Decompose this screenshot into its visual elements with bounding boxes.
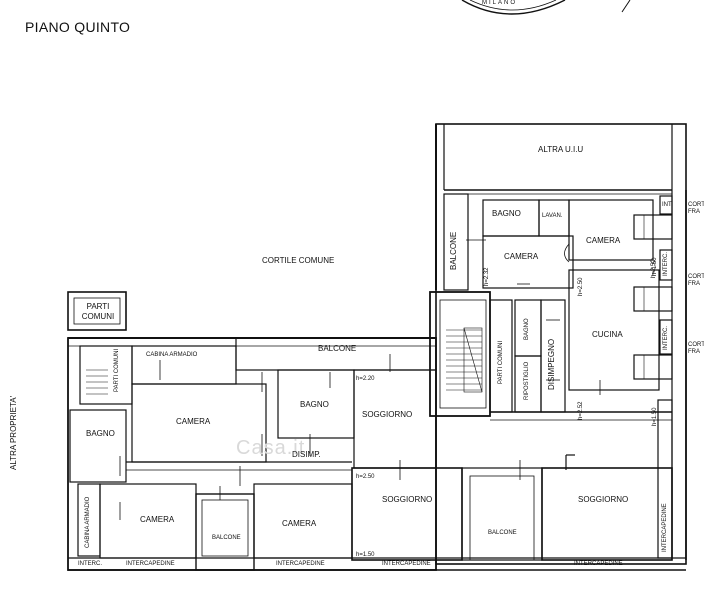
room-parti-comuni-stair: PARTI COMUNI: [498, 340, 504, 384]
label-intercapedine-vertical: INTERCAPEDINE: [662, 503, 668, 552]
room-disimpegno: DISIMPEGNO: [547, 338, 556, 390]
label-int-right: INT.: [662, 202, 673, 208]
height-label-252: h=2.52: [578, 401, 584, 420]
room-cucina: CUCINA: [592, 330, 623, 339]
height-label-250a: h=2.50: [578, 277, 584, 296]
height-label-150c: h=1.50: [652, 257, 658, 276]
room-soggiorno-bottom-1: SOGGIORNO: [382, 495, 433, 504]
room-bagno-top: BAGNO: [492, 209, 521, 218]
label-interc-right-1: INTERC.: [663, 252, 669, 276]
label-intercapedine-1: INTERCAPEDINE: [126, 561, 175, 567]
label-cort-fra-2: CORT. FRA: [688, 274, 704, 287]
room-soggiorno-mid: SOGGIORNO: [362, 410, 413, 419]
label-interc-bottom: INTERC.: [78, 561, 102, 567]
label-intercapedine-2: INTERCAPEDINE: [276, 561, 325, 567]
height-label-232: h=2.32: [484, 267, 490, 286]
room-balcone-bottom-left: BALCONE: [212, 535, 241, 541]
room-soggiorno-bottom-2: SOGGIORNO: [578, 495, 629, 504]
label-cort-fra-1: CORT. FRA: [688, 202, 704, 215]
stamp-seal: [461, 0, 566, 15]
room-bagno-mid: BAGNO: [300, 400, 329, 409]
area-cortile-comune: CORTILE COMUNE: [262, 256, 335, 265]
room-altra-uiu: ALTRA U.I.U: [538, 145, 584, 154]
room-camera-bottom-mid: CAMERA: [282, 519, 317, 528]
room-disimp: DISIMP.: [292, 450, 321, 459]
room-bagno-left: BAGNO: [86, 429, 115, 438]
watermark-text: Casa.it: [236, 437, 306, 459]
room-lavanderia: LAVAN.: [542, 213, 563, 219]
room-cabina-armadio-top: CABINA ARMADIO: [146, 352, 198, 358]
height-label-150a: h=1.50: [356, 552, 375, 558]
room-parti-comuni-small: PARTI COMUNI: [114, 348, 120, 392]
room-balcone-long: BALCONE: [318, 344, 357, 353]
stamp-label: MILANO: [482, 0, 518, 6]
room-ripostiglio: RIPOSTIGLIO: [524, 361, 530, 400]
room-camera-bottom-left: CAMERA: [140, 515, 175, 524]
room-camera-left: CAMERA: [176, 417, 211, 426]
label-cort-fra-3: CORT. FRA: [688, 342, 704, 355]
label-interc-right-2: INTERC.: [663, 326, 669, 350]
room-camera-top-right: CAMERA: [586, 236, 621, 245]
height-label-150b: h=1.50: [652, 407, 658, 426]
room-cabina-armadio-left: CABINA ARMADIO: [85, 496, 91, 548]
room-parti-comuni-box: PARTI COMUNI: [81, 302, 115, 321]
label-intercapedine-4: INTERCAPEDINE: [574, 561, 623, 567]
floor-title: PIANO QUINTO: [25, 19, 131, 35]
height-label-220: h=2.20: [356, 376, 375, 382]
room-balcone-bottom-right: BALCONE: [488, 530, 517, 536]
room-camera-top-mid: CAMERA: [504, 252, 539, 261]
area-altra-proprieta: ALTRA PROPRIETA': [9, 395, 18, 470]
height-label-250c: h=2.50: [356, 474, 375, 480]
label-intercapedine-3: INTERCAPEDINE: [382, 561, 431, 567]
room-bagno-small: BAGNO: [524, 318, 530, 340]
room-balcone-vertical: BALCONE: [449, 231, 458, 270]
